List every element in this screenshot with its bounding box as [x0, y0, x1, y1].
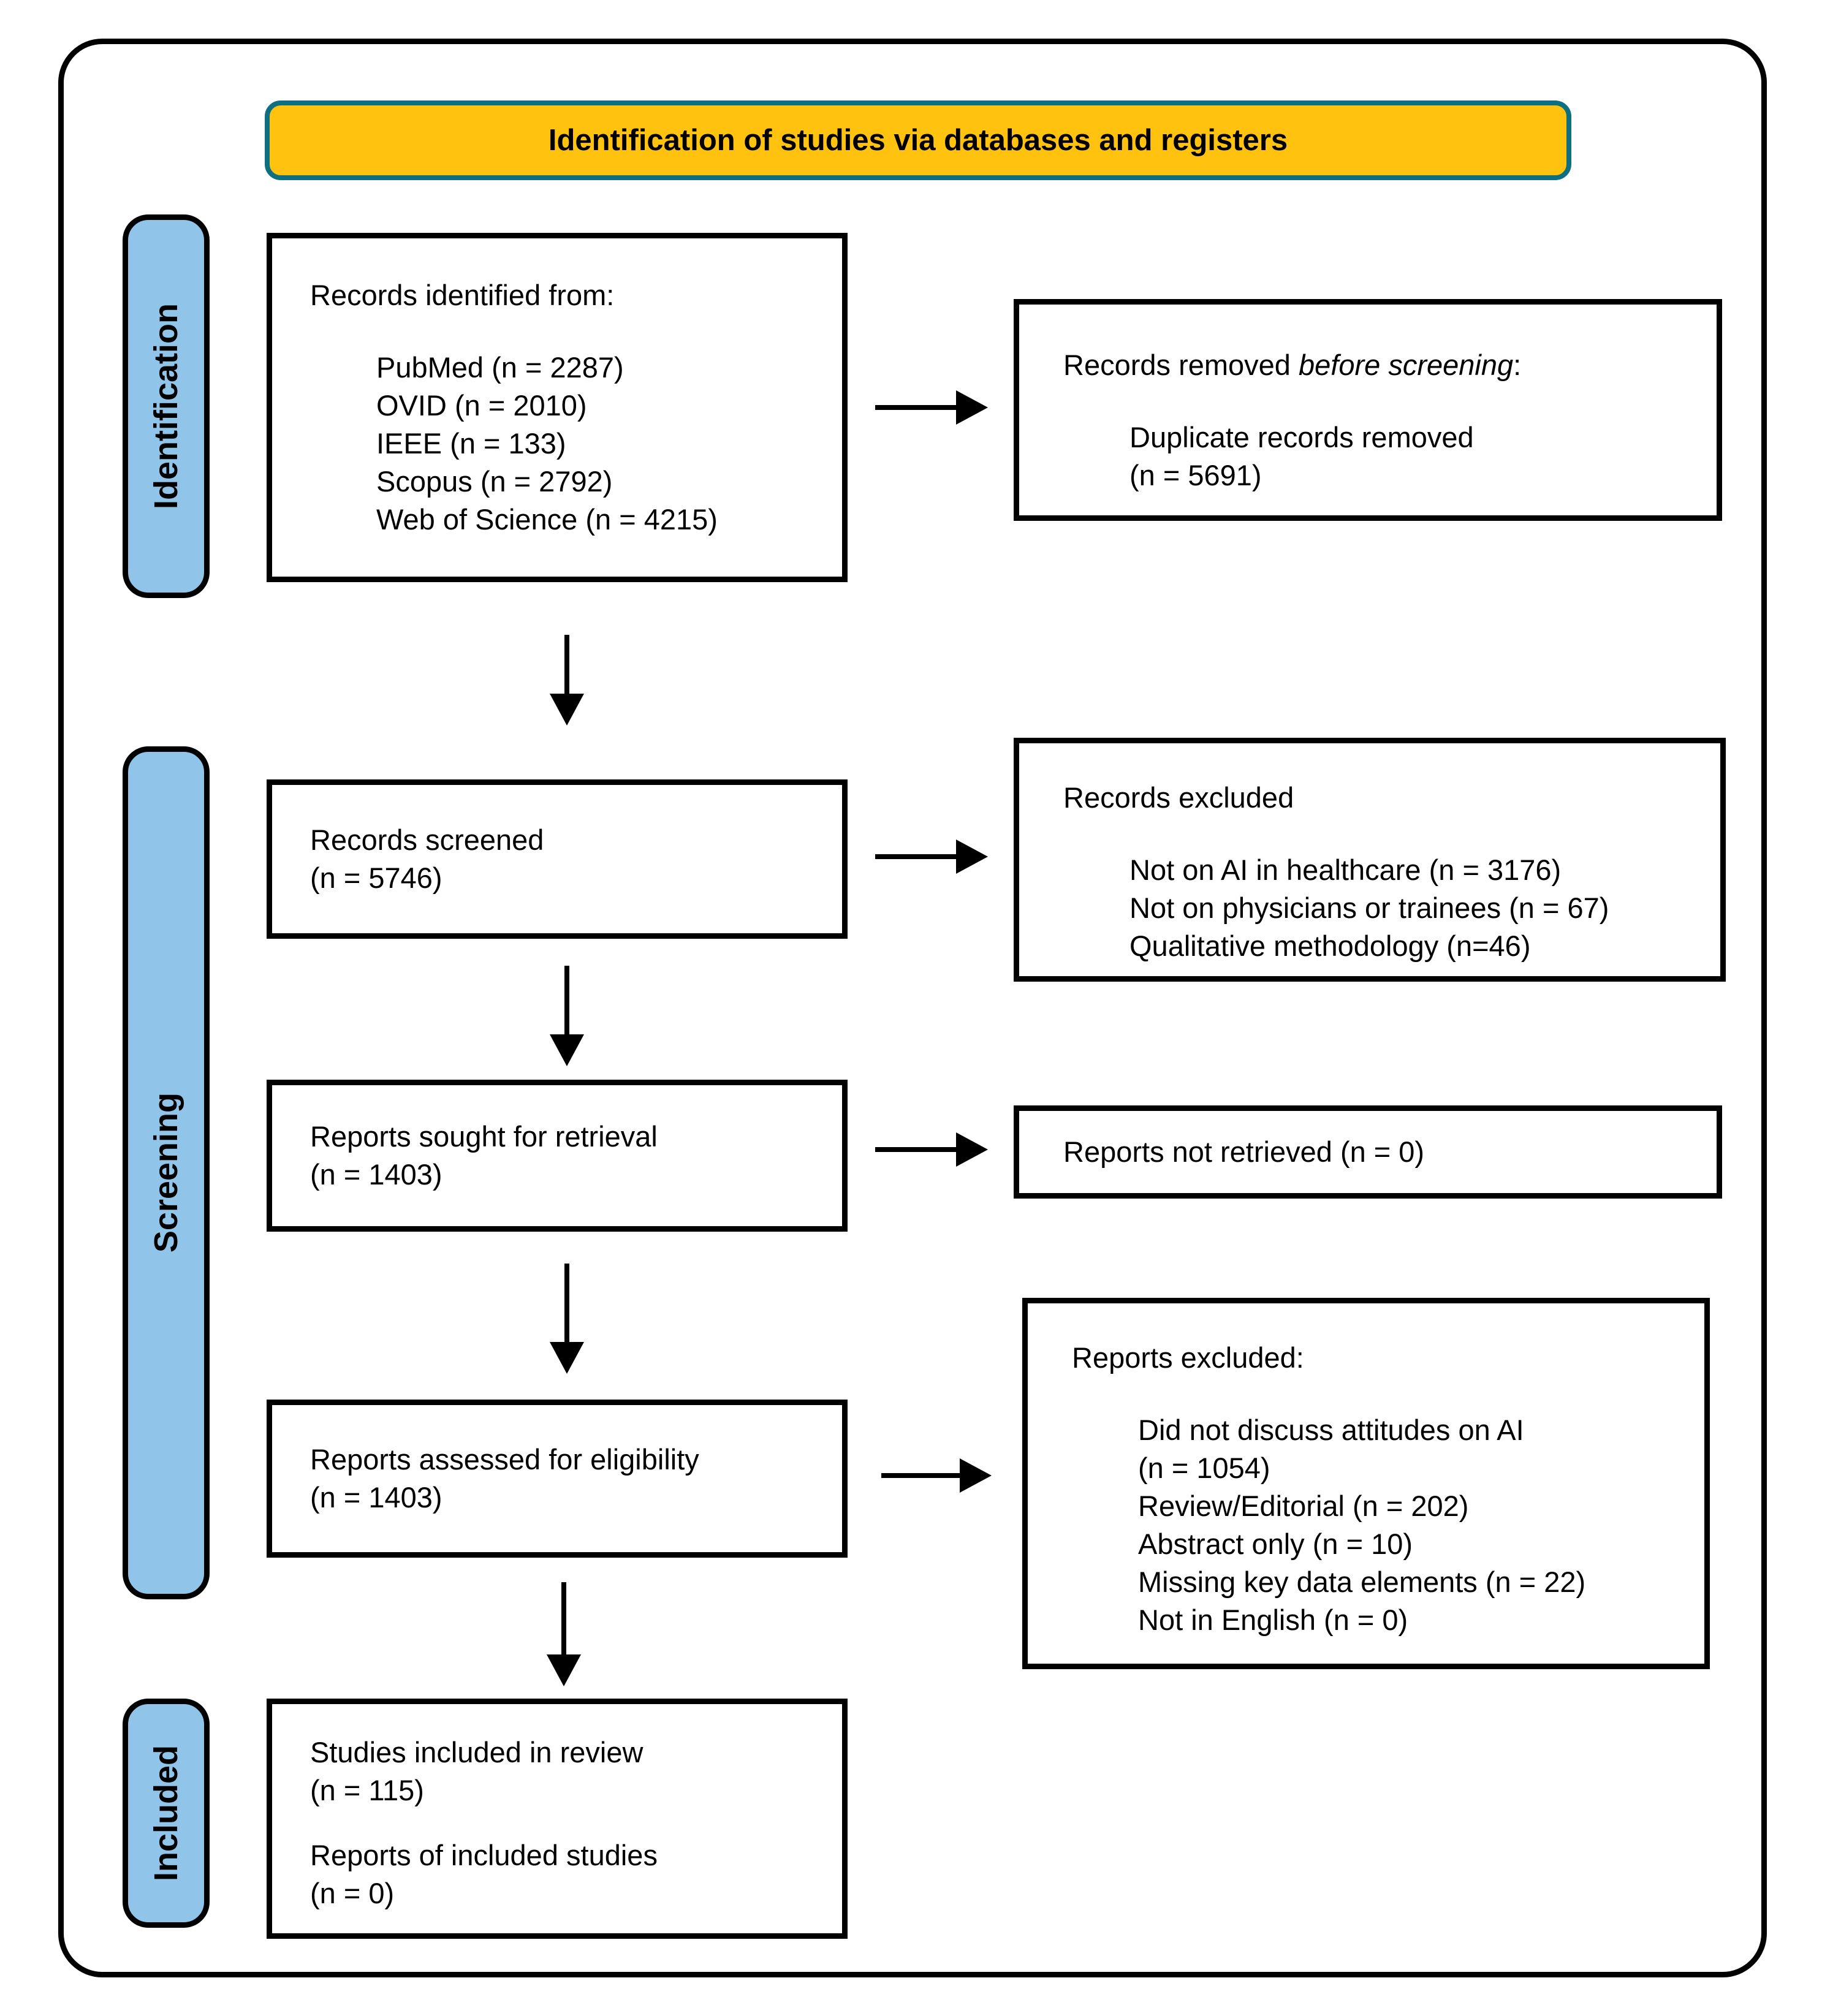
duplicates-removed-line2: (n = 5691)	[1129, 459, 1262, 492]
box-reports-excluded-title: Reports excluded:	[1072, 1341, 1304, 1374]
stage-label-included: Included	[123, 1699, 210, 1928]
box-reports-excluded: Reports excluded: Did not discuss attitu…	[1022, 1298, 1710, 1669]
source-ovid: OVID (n = 2010)	[376, 389, 587, 422]
box-reports-assessed-line2: (n = 1403)	[310, 1481, 442, 1514]
removed-title-suffix: :	[1513, 349, 1522, 381]
box-reports-not-retrieved: Reports not retrieved (n = 0)	[1014, 1105, 1722, 1199]
box-records-excluded: Records excluded Not on AI in healthcare…	[1014, 738, 1726, 982]
source-pubmed: PubMed (n = 2287)	[376, 351, 624, 384]
box-reports-sought: Reports sought for retrieval (n = 1403)	[267, 1080, 848, 1232]
stage-label-screening-text: Screening	[148, 1093, 184, 1253]
stage-label-included-text: Included	[148, 1745, 184, 1881]
spacer	[310, 314, 824, 349]
source-ieee: IEEE (n = 133)	[376, 427, 566, 460]
banner-title: Identification of studies via databases …	[548, 124, 1288, 157]
studies-included-line1: Studies included in review	[310, 1736, 643, 1768]
box-studies-included: Studies included in review (n = 115) Rep…	[267, 1699, 848, 1939]
box-records-screened-line2: (n = 5746)	[310, 862, 442, 894]
box-records-removed: Records removed before screening: Duplic…	[1014, 299, 1722, 521]
box-reports-assessed: Reports assessed for eligibility (n = 14…	[267, 1400, 848, 1558]
report-excluded-reason-3: Abstract only (n = 10)	[1138, 1528, 1413, 1561]
spacer	[1063, 384, 1698, 419]
box-records-screened: Records screened (n = 5746)	[267, 779, 848, 939]
stage-label-identification-text: Identification	[148, 303, 184, 509]
source-scopus: Scopus (n = 2792)	[376, 465, 613, 498]
report-excluded-reason-1a: Did not discuss attitudes on AI	[1138, 1414, 1524, 1447]
box-reports-not-retrieved-label: Reports not retrieved (n = 0)	[1063, 1135, 1425, 1168]
report-excluded-reason-2: Review/Editorial (n = 202)	[1138, 1490, 1469, 1523]
spacer	[310, 1809, 824, 1836]
excluded-reason-2: Not on physicians or trainees (n = 67)	[1129, 892, 1609, 925]
report-excluded-reason-1b: (n = 1054)	[1138, 1452, 1270, 1485]
spacer	[1063, 817, 1708, 851]
stage-label-screening: Screening	[123, 746, 210, 1599]
duplicates-removed-line1: Duplicate records removed	[1129, 421, 1474, 454]
source-web-of-science: Web of Science (n = 4215)	[376, 503, 718, 536]
studies-included-line2: (n = 115)	[310, 1774, 424, 1807]
report-excluded-reason-5: Not in English (n = 0)	[1138, 1604, 1408, 1637]
reports-included-line2: (n = 0)	[310, 1877, 395, 1910]
box-reports-assessed-line1: Reports assessed for eligibility	[310, 1442, 699, 1476]
report-excluded-reason-4: Missing key data elements (n = 22)	[1138, 1566, 1586, 1599]
removed-title-italic: before screening	[1299, 349, 1514, 381]
box-records-removed-title: Records removed before screening:	[1063, 346, 1698, 384]
excluded-reason-3: Qualitative methodology (n=46)	[1129, 930, 1531, 963]
spacer	[1072, 1377, 1692, 1411]
box-reports-sought-line1: Reports sought for retrieval	[310, 1120, 658, 1153]
removed-title-prefix: Records removed	[1063, 349, 1299, 381]
box-records-excluded-title: Records excluded	[1063, 781, 1294, 814]
banner: Identification of studies via databases …	[265, 100, 1571, 180]
box-records-screened-line1: Records screened	[310, 823, 544, 856]
box-records-identified: Records identified from: PubMed (n = 228…	[267, 233, 848, 582]
box-records-identified-title: Records identified from:	[310, 279, 615, 311]
box-reports-sought-line2: (n = 1403)	[310, 1158, 442, 1191]
excluded-reason-1: Not on AI in healthcare (n = 3176)	[1129, 854, 1562, 887]
reports-included-line1: Reports of included studies	[310, 1839, 658, 1872]
stage-label-identification: Identification	[123, 214, 210, 598]
